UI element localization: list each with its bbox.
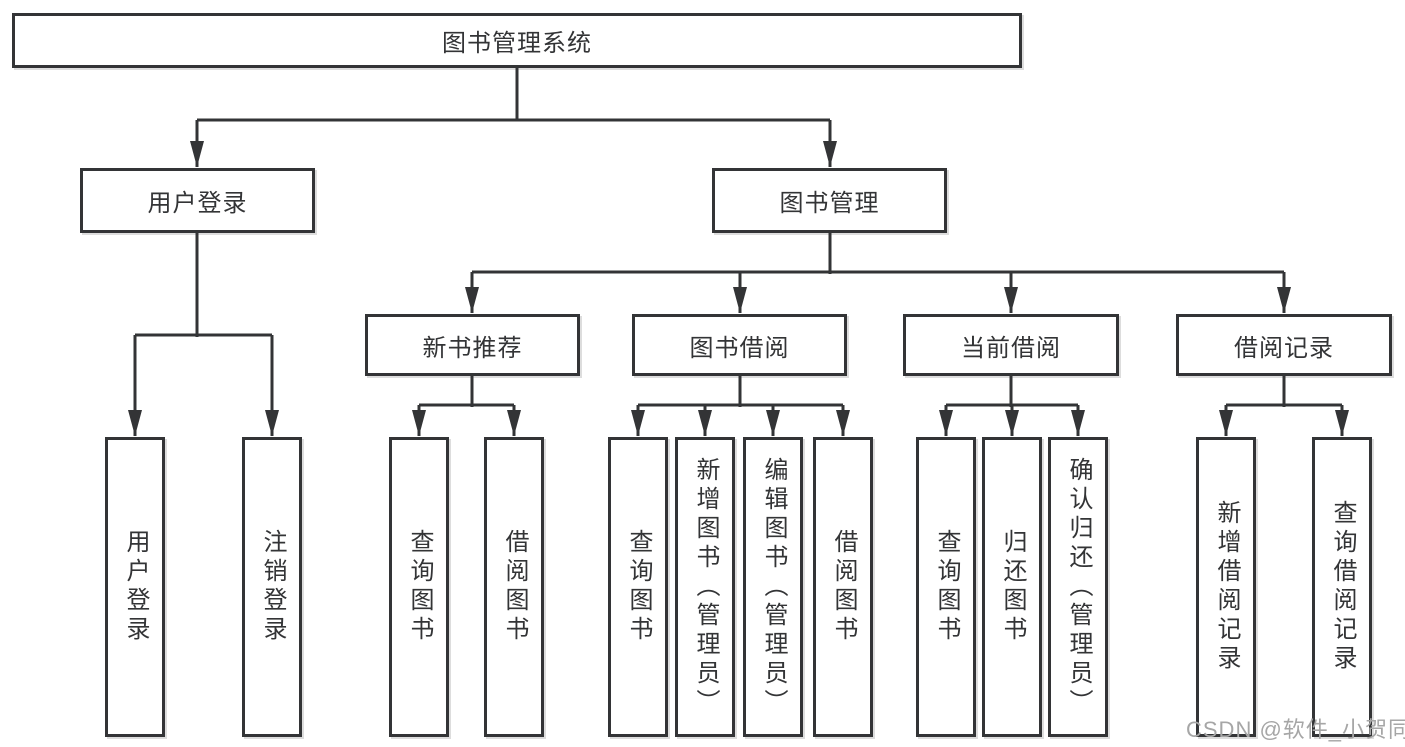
leaf-query-books-recommend: 查询图书 bbox=[389, 437, 449, 737]
node-new-book-recommendation: 新书推荐 bbox=[365, 314, 580, 376]
leaf-add-borrow-record: 新增借阅记录 bbox=[1196, 437, 1256, 737]
node-book-management: 图书管理 bbox=[712, 168, 947, 233]
node-user-login: 用户登录 bbox=[80, 168, 315, 233]
leaf-confirm-return-admin: 确认归还（管理员） bbox=[1048, 437, 1108, 737]
leaf-borrow-books-borrowing: 借阅图书 bbox=[813, 437, 873, 737]
leaf-edit-book-admin: 编辑图书（管理员） bbox=[743, 437, 803, 737]
node-book-borrowing: 图书借阅 bbox=[632, 314, 847, 376]
leaf-return-books: 归还图书 bbox=[982, 437, 1042, 737]
node-borrowing-records: 借阅记录 bbox=[1176, 314, 1392, 376]
leaf-query-borrow-record: 查询借阅记录 bbox=[1312, 437, 1372, 737]
leaf-borrow-books-recommend: 借阅图书 bbox=[484, 437, 544, 737]
node-library-management-system: 图书管理系统 bbox=[12, 13, 1022, 68]
leaf-query-books-borrowing: 查询图书 bbox=[608, 437, 668, 737]
csdn-watermark: CSDN @软件_小贺同学 bbox=[1186, 717, 1405, 742]
node-current-borrowing: 当前借阅 bbox=[903, 314, 1119, 376]
leaf-user-login: 用户登录 bbox=[105, 437, 165, 737]
leaf-logout: 注销登录 bbox=[242, 437, 302, 737]
leaf-query-books-current: 查询图书 bbox=[916, 437, 976, 737]
leaf-add-book-admin: 新增图书（管理员） bbox=[675, 437, 735, 737]
